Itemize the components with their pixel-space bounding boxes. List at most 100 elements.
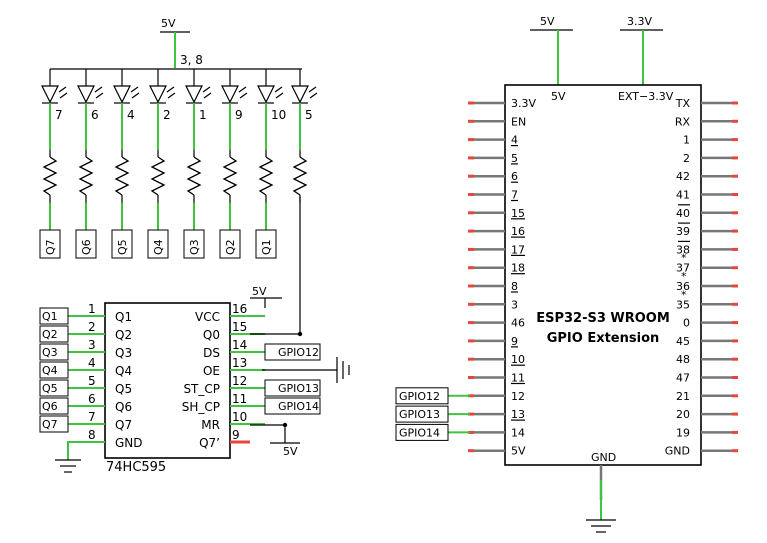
net-label-q1: Q1 [255, 229, 277, 259]
esp-left-pin: 11 [468, 372, 525, 385]
net-label-q5: Q5 [111, 229, 133, 259]
svg-text:GND: GND [665, 445, 690, 458]
esp-bottom-pin: GND [591, 451, 616, 464]
svg-text:16: 16 [511, 225, 525, 238]
svg-text:3.3V: 3.3V [511, 97, 536, 110]
svg-text:4: 4 [88, 356, 96, 370]
esp-title-line1: ESP32-S3 WROOM [536, 311, 670, 326]
svg-text:48: 48 [676, 353, 690, 366]
vcc-label-leds: 5V [161, 17, 176, 30]
esp-left-pin: 3.3V [468, 97, 536, 110]
svg-text:10: 10 [511, 353, 525, 366]
resistor [114, 156, 130, 196]
esp-right-pin: 47 [676, 372, 738, 385]
svg-text:13: 13 [232, 356, 247, 370]
resistor [42, 156, 58, 196]
svg-text:35: 35 [676, 298, 690, 311]
led-pin-number: 6 [91, 108, 99, 122]
esp-left-pin: 4 [468, 134, 518, 147]
esp-left-pin: 5V [468, 445, 526, 458]
esp-left-pin: 18 [468, 262, 525, 275]
svg-text:OE: OE [203, 364, 220, 378]
sr-pin-q7: 9Q7’ [199, 428, 250, 450]
esp-right-pin: 48 [676, 353, 738, 366]
svg-text:Q6: Q6 [80, 239, 93, 255]
esp-right-pin: GND [665, 445, 738, 458]
esp-right-pin: 21 [676, 390, 738, 403]
net-label-q6: Q6 [75, 229, 97, 259]
esp-left-pin: EN [468, 115, 526, 128]
svg-text:47: 47 [676, 372, 690, 385]
shift-register-chip [104, 302, 231, 459]
svg-text:5: 5 [88, 374, 96, 388]
esp-top-pin-5v: 5V [551, 90, 566, 103]
svg-text:Q5: Q5 [116, 239, 129, 255]
svg-text:42: 42 [676, 170, 690, 183]
svg-text:GND: GND [115, 436, 143, 450]
svg-text:5V: 5V [283, 445, 298, 458]
led-pin-number: 9 [235, 108, 243, 122]
svg-text:16: 16 [232, 302, 247, 316]
svg-text:Q7’: Q7’ [199, 436, 220, 450]
svg-text:Q4: Q4 [115, 364, 132, 378]
svg-text:0: 0 [683, 317, 690, 330]
svg-text:DS: DS [203, 346, 220, 360]
net-label-q3: Q3 [183, 229, 205, 259]
led-diode [113, 85, 131, 104]
shift-register-name: 74HC595 [106, 460, 166, 475]
svg-text:19: 19 [676, 426, 690, 439]
esp-left-pin: 8 [468, 280, 518, 293]
svg-text:13: 13 [511, 408, 525, 421]
esp-left-pin: 7 [468, 189, 518, 202]
esp-left-pin: 15 [468, 207, 525, 220]
esp-left-pin: 12 [468, 390, 525, 403]
led-diode [221, 85, 239, 104]
esp-left-pin: 17 [468, 243, 525, 256]
esp-top-pin-ext: EXT−3.3V [618, 90, 674, 103]
svg-text:Q7: Q7 [42, 418, 58, 431]
svg-text:Q4: Q4 [152, 239, 165, 255]
svg-text:Q1: Q1 [115, 310, 132, 324]
svg-text:MR: MR [201, 418, 220, 432]
svg-text:Q2: Q2 [224, 239, 237, 255]
svg-text:5V: 5V [252, 285, 267, 298]
esp-net-label-gpio12: GPIO12 [395, 387, 470, 405]
svg-text:Q3: Q3 [188, 239, 201, 255]
svg-text:Q5: Q5 [115, 382, 132, 396]
led-power-rail: 5V 3, 8 [50, 17, 302, 70]
esp-left-pin: 5 [468, 152, 518, 165]
svg-text:1: 1 [683, 134, 690, 147]
svg-text:7: 7 [511, 189, 518, 202]
esp-right-pin: 42 [676, 170, 738, 183]
svg-text:41: 41 [676, 189, 690, 202]
svg-text:*: * [681, 252, 687, 265]
mr-vcc-symbol: 5V [250, 422, 300, 458]
led-column: 9 [221, 69, 248, 230]
svg-text:39: 39 [676, 225, 690, 238]
esp-gnd-symbol [586, 465, 616, 533]
led-diode [41, 85, 59, 104]
esp-right-pin: 38 [676, 240, 738, 256]
svg-text:14: 14 [511, 426, 525, 439]
esp-left-pin: 9 [468, 335, 518, 348]
svg-text:Q5: Q5 [42, 382, 58, 395]
esp-right-pin: 20 [676, 408, 738, 421]
esp-left-pin: 16 [468, 225, 525, 238]
svg-text:9: 9 [511, 335, 518, 348]
svg-text:10: 10 [232, 410, 247, 424]
svg-text:3.3V: 3.3V [627, 15, 652, 28]
esp-module [504, 84, 702, 466]
